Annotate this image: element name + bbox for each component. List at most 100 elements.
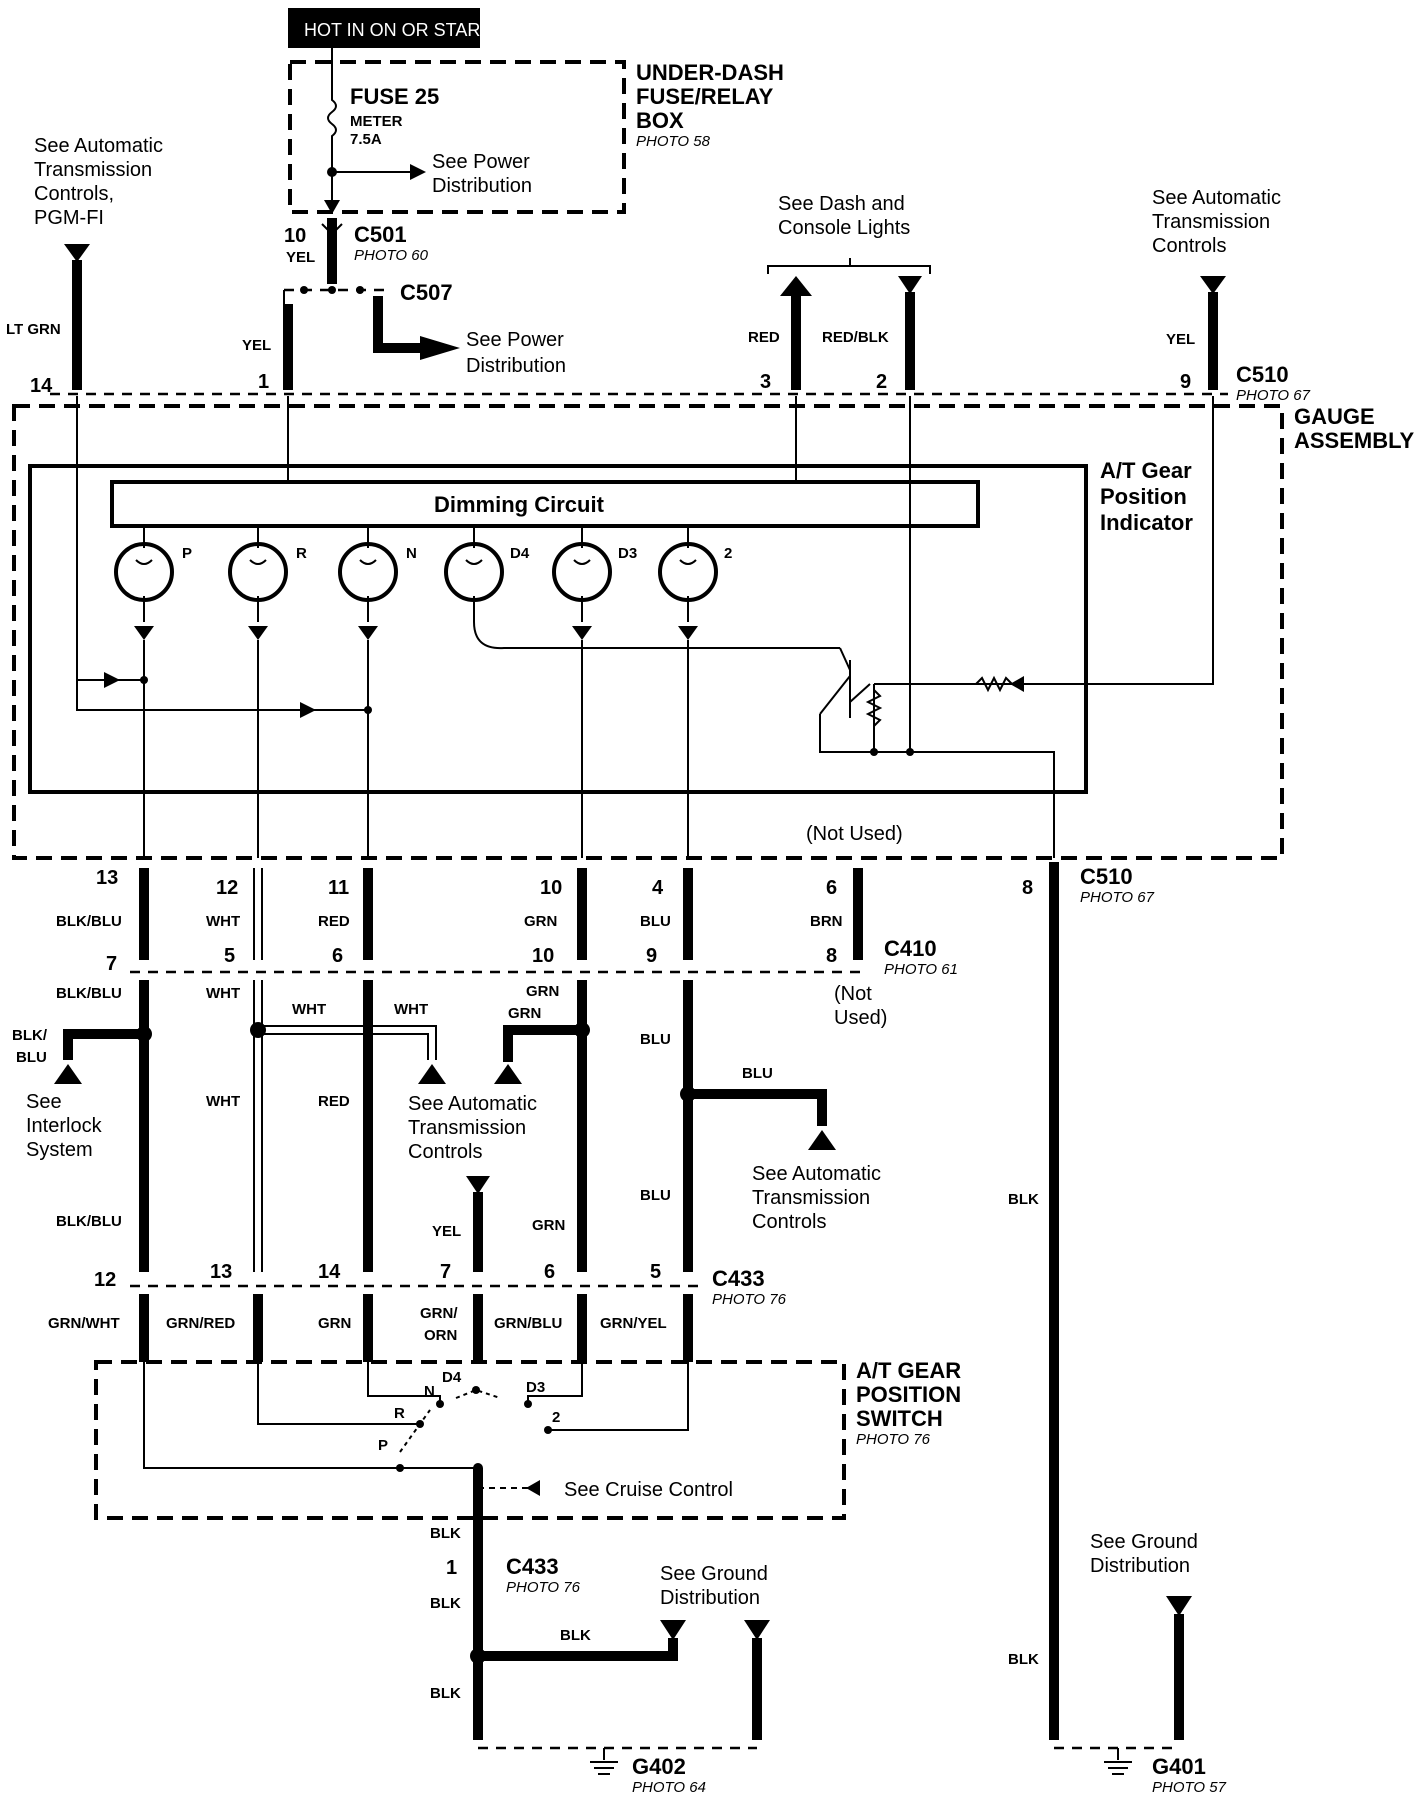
blk-blu-4: BLK/BLU: [56, 1213, 122, 1230]
pin9: 9: [1180, 371, 1191, 393]
pin-6: 6: [826, 877, 837, 899]
diode-3: [1010, 676, 1024, 692]
see-at-mid-3: Controls: [408, 1141, 482, 1163]
see-at-mid-1: See Automatic: [408, 1093, 537, 1115]
lamp-2: [658, 528, 718, 640]
sw-n: N: [424, 1383, 435, 1400]
photo76-2: PHOTO 76: [856, 1431, 931, 1448]
meter-label: METER: [350, 113, 403, 130]
blk-6: BLK: [1008, 1651, 1039, 1668]
grn-1: GRN: [524, 913, 557, 930]
fuse-symbol: [327, 48, 337, 210]
red-arrow-up: [780, 276, 812, 296]
blk-2: BLK: [430, 1525, 461, 1542]
c433-pin14: 14: [318, 1261, 341, 1283]
lt-grn-arrow: [64, 244, 90, 262]
photo67-bot: PHOTO 67: [1080, 889, 1155, 906]
dash-brace: [767, 258, 931, 274]
grn-5: GRN: [318, 1315, 351, 1332]
brn-label: BRN: [810, 913, 843, 930]
c507-power-wire: [373, 296, 420, 353]
gauge-title-1: GAUGE: [1294, 404, 1375, 429]
see-at-left-4: PGM-FI: [34, 207, 104, 229]
atps-title-3: SWITCH: [856, 1406, 943, 1431]
not-used-2a: (Not: [834, 983, 872, 1005]
see-cruise: See Cruise Control: [564, 1479, 733, 1501]
blu-branch: [688, 1089, 827, 1126]
underdash-title-3: BOX: [636, 108, 684, 133]
pin-11: 11: [328, 877, 349, 899]
c510-bot: C510: [1080, 864, 1133, 889]
c501-label: C501: [354, 222, 407, 247]
grn-3: GRN: [508, 1005, 541, 1022]
grn-wht: GRN/WHT: [48, 1315, 120, 1332]
atpi-title-1: A/T Gear: [1100, 458, 1192, 483]
power-dist-arrowhead: [410, 164, 426, 180]
dimming-circuit-box: [110, 480, 980, 528]
see-at-left-1: See Automatic: [34, 135, 163, 157]
cruise-arrow: [526, 1480, 540, 1496]
wht-5: WHT: [206, 1093, 240, 1110]
pin-10: 10: [540, 877, 562, 899]
dimming-label: Dimming Circuit: [434, 492, 605, 517]
lamp-p: [114, 528, 174, 640]
atpi-title-3: Indicator: [1100, 510, 1193, 535]
pin-13: 13: [96, 867, 118, 889]
sw-n-node: [436, 1400, 444, 1408]
sw-r: R: [394, 1405, 405, 1422]
lamp-d3: [552, 528, 612, 640]
not-used-1: (Not Used): [806, 823, 903, 845]
c433-pin13: 13: [210, 1261, 232, 1283]
g401-symbol: [1104, 1748, 1132, 1775]
lamp-d4: [444, 528, 840, 650]
lamp-d4-label: D4: [510, 545, 530, 562]
at-switch-box: [94, 1360, 846, 1520]
node-d: [906, 748, 914, 756]
transistor: [819, 647, 871, 718]
blu-4: BLU: [640, 1187, 671, 1204]
red-2: RED: [318, 1093, 350, 1110]
photo64: PHOTO 64: [632, 1779, 706, 1796]
grn-blu: GRN/BLU: [494, 1315, 562, 1332]
pin2: 2: [876, 371, 887, 393]
atps-title-2: POSITION: [856, 1382, 961, 1407]
see-interlock-1: See: [26, 1091, 62, 1113]
blu-branch-arrow: [808, 1130, 836, 1150]
c433-pin7: 7: [440, 1261, 451, 1283]
see-at-right-3: Controls: [1152, 235, 1226, 257]
hot-in-on-label: HOT IN ON OR START: [304, 20, 491, 40]
underdash-title-1: UNDER-DASH: [636, 60, 784, 85]
blk-blu-3a: BLK/: [12, 1027, 48, 1044]
c410-pin9: 9: [646, 945, 657, 967]
diode-1: [104, 672, 120, 688]
see-at-rr-1: See Automatic: [752, 1163, 881, 1185]
blu-1: BLU: [640, 913, 671, 930]
see-power-2: See Power: [466, 329, 564, 351]
atpi-title-2: Position: [1100, 484, 1187, 509]
lamp-r-label: R: [296, 545, 307, 562]
sw-2-node: [544, 1426, 552, 1434]
blk-4: BLK: [560, 1627, 591, 1644]
yel9-label: YEL: [1166, 331, 1195, 348]
grn-orn-1: GRN/: [420, 1305, 458, 1322]
c410-pin7: 7: [106, 953, 117, 975]
see-power-1: See Power: [432, 151, 530, 173]
c433-pin6: 6: [544, 1261, 555, 1283]
wht-4: WHT: [394, 1001, 428, 1018]
see-at-right-1: See Automatic: [1152, 187, 1281, 209]
photo60: PHOTO 60: [354, 247, 429, 264]
pin-8: 8: [1022, 877, 1033, 899]
photo76-3: PHOTO 76: [506, 1579, 581, 1596]
sw-d3: D3: [526, 1379, 545, 1396]
photo67-top: PHOTO 67: [1236, 387, 1311, 404]
lamp-2-label: 2: [724, 545, 732, 562]
grn-red: GRN/RED: [166, 1315, 235, 1332]
wht-2: WHT: [206, 985, 240, 1002]
resistor-2: [975, 675, 1013, 693]
grn-2: GRN: [526, 983, 559, 1000]
grn-4: GRN: [532, 1217, 565, 1234]
grn-branch: [503, 1025, 582, 1062]
c433-pin1: 1: [446, 1557, 457, 1579]
c433-label-2: C433: [506, 1554, 559, 1579]
photo61: PHOTO 61: [884, 961, 958, 978]
